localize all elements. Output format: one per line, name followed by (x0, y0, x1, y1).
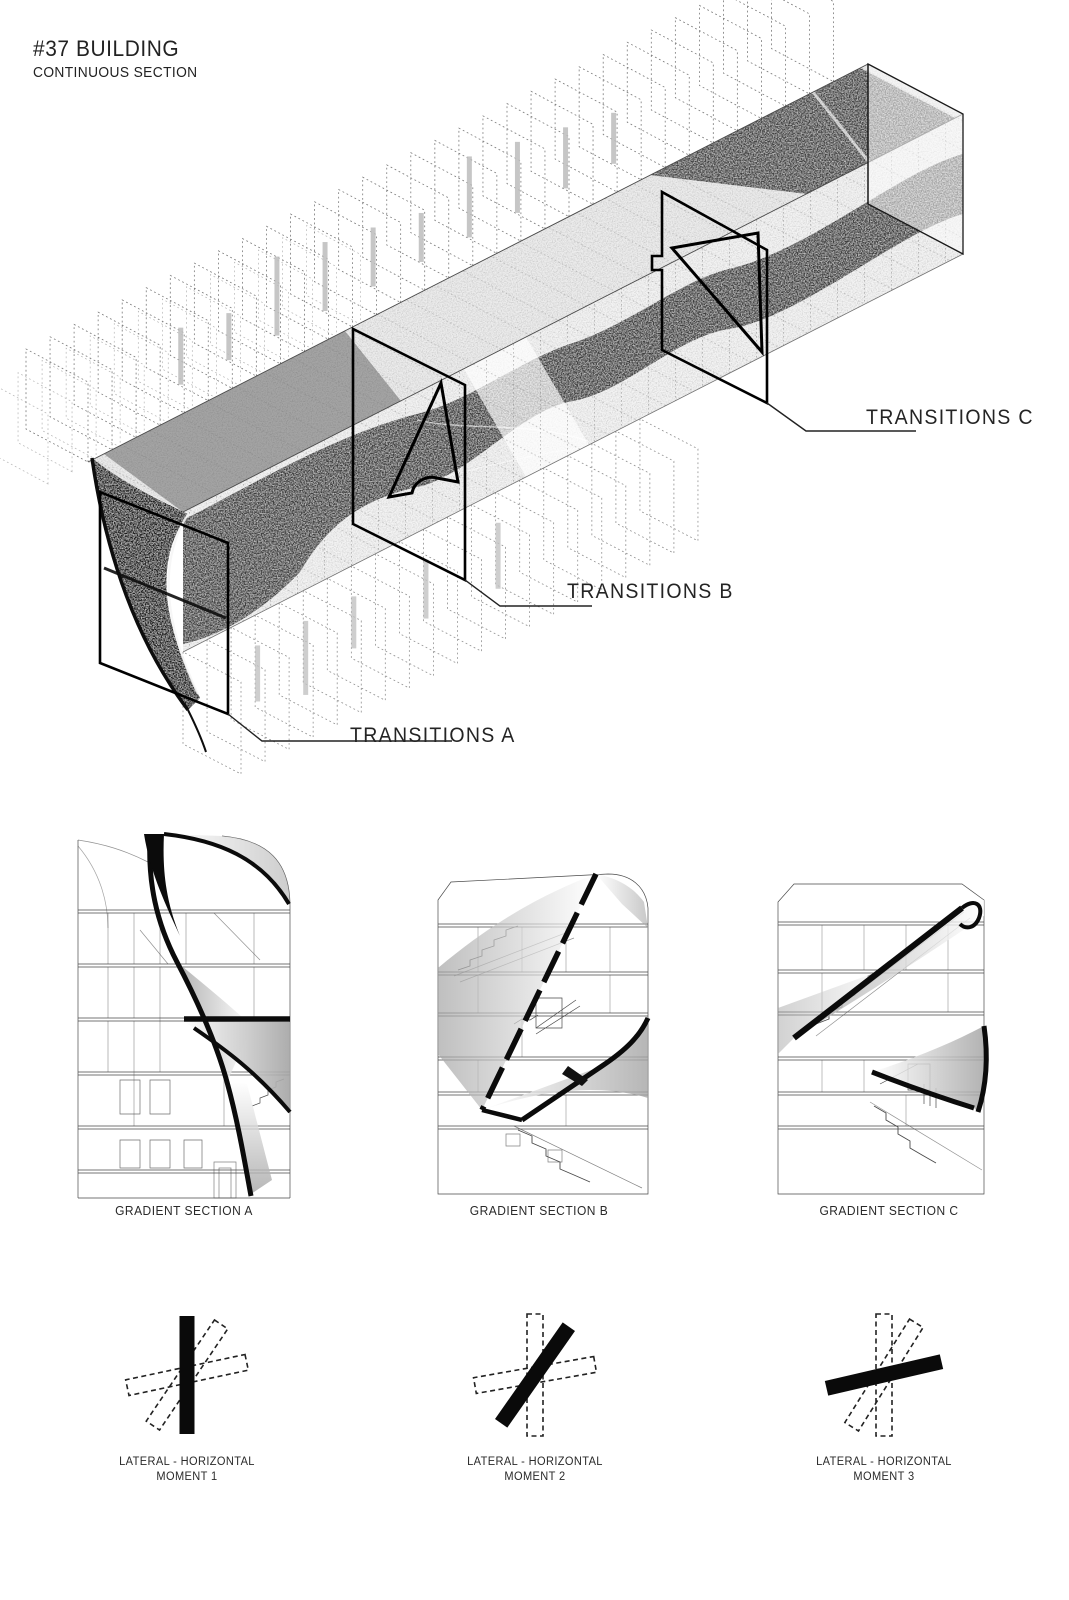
section-a-thick-curves (144, 832, 292, 1197)
moment-2-line1: LATERAL - HORIZONTAL (467, 1456, 603, 1468)
column-bars-lower (255, 522, 501, 702)
page-title: #37 BUILDING (33, 36, 180, 61)
moment-diagram-2 (472, 1313, 598, 1437)
label-moment-3: LATERAL - HORIZONTAL MOMENT 3 (816, 1455, 952, 1485)
axon-drawing (0, 0, 964, 775)
leader-c (766, 402, 916, 432)
transition-frame-b-cut (386, 377, 460, 499)
label-moment-1: LATERAL - HORIZONTAL MOMENT 1 (119, 1455, 255, 1485)
section-c-thick-curves (792, 901, 989, 1113)
label-gradient-section-c: GRADIENT SECTION C (819, 1204, 959, 1218)
moment3-solid-bar (824, 1354, 944, 1396)
section-b-gradient-wedges (438, 874, 648, 1110)
moment-1-line1: LATERAL - HORIZONTAL (119, 1456, 255, 1468)
label-gradient-section-a: GRADIENT SECTION A (115, 1204, 253, 1218)
section-planes-dotted-lower (182, 418, 699, 775)
label-transitions-a: TRANSITIONS A (350, 724, 516, 747)
tube-edges (87, 63, 964, 653)
moment-3-line2: MOMENT 3 (853, 1471, 915, 1483)
flare-edges (90, 457, 227, 753)
gradient-section-a-drawing (77, 832, 292, 1199)
label-moment-2: LATERAL - HORIZONTAL MOMENT 2 (467, 1455, 603, 1485)
column-bars-upper (178, 112, 617, 385)
section-b-thick-curves (479, 872, 651, 1123)
moment1-solid-bar (179, 1316, 195, 1434)
leader-b (464, 579, 592, 607)
section-planes-dotted-upper (25, 0, 834, 463)
leader-lines (227, 402, 916, 742)
label-gradient-section-b: GRADIENT SECTION B (469, 1204, 609, 1218)
transition-frame-c (650, 189, 769, 406)
leader-a (227, 713, 452, 742)
transition-frame-c-cut (669, 231, 764, 357)
section-c-gradient-wedges (778, 900, 987, 1112)
label-transitions-c: TRANSITIONS C (866, 406, 1034, 429)
moment2-solid-bar (495, 1322, 575, 1428)
section-a-gradient-wedges (164, 834, 290, 1194)
moment-diagram-3 (824, 1313, 944, 1437)
moment-1-line2: MOMENT 1 (156, 1471, 218, 1483)
moment-diagram-1 (124, 1316, 250, 1434)
moment-2-line2: MOMENT 2 (504, 1471, 566, 1483)
moment-3-line1: LATERAL - HORIZONTAL (816, 1456, 952, 1468)
label-transitions-b: TRANSITIONS B (567, 580, 734, 603)
gradient-section-c-drawing (777, 883, 989, 1195)
page-subtitle: CONTINUOUS SECTION (33, 65, 198, 81)
gradient-section-b-drawing (437, 872, 651, 1195)
